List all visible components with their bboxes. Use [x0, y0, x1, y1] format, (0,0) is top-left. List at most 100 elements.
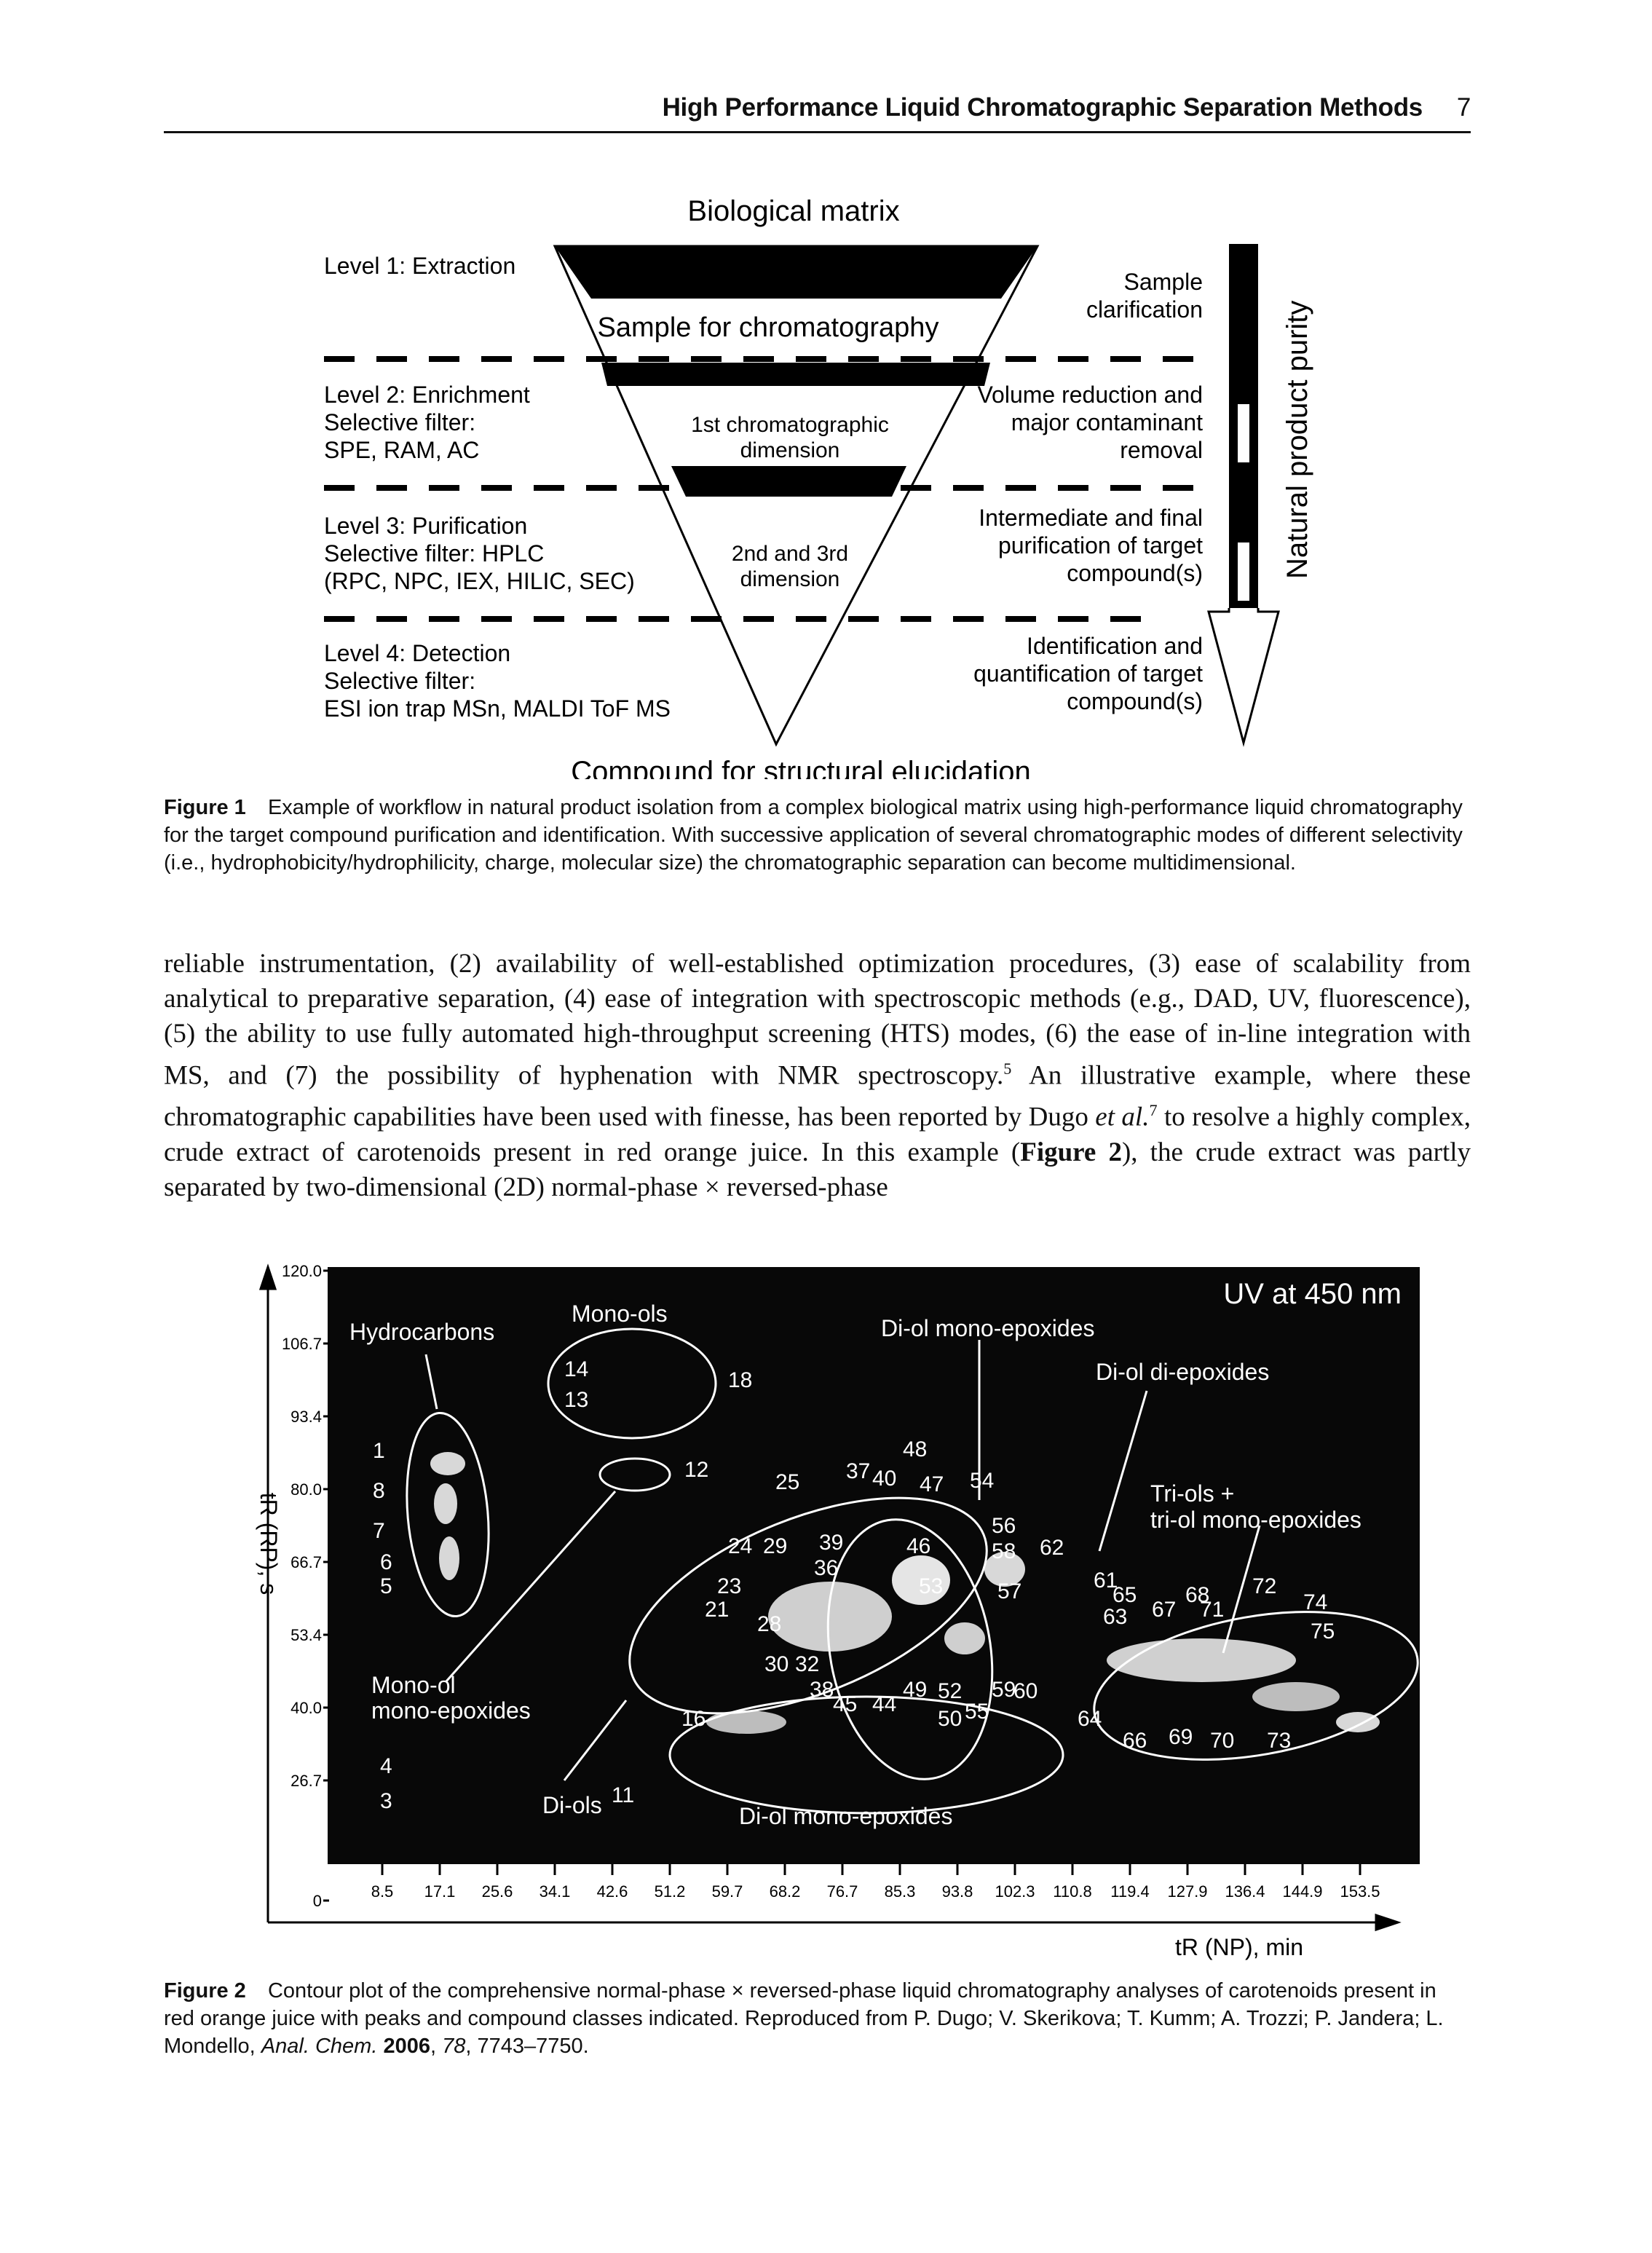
peak-label-29: 29	[763, 1534, 787, 1558]
x-tick-label: 34.1	[540, 1882, 571, 1901]
peak-label-16: 16	[681, 1707, 706, 1731]
label-diol-monoepoxides-bottom: Di-ol mono-epoxides	[739, 1803, 952, 1829]
figure-2-link[interactable]: Figure 2	[1020, 1137, 1122, 1167]
peak-label-54: 54	[970, 1469, 994, 1493]
body-text-part-4: ), the crude extract was partly separate…	[164, 1137, 1471, 1202]
peak-label-58: 58	[992, 1539, 1016, 1563]
figure-1-caption-text: Example of workflow in natural product i…	[164, 796, 1463, 875]
fig1-dim2-line1: 2nd and 3rd	[732, 542, 848, 566]
label-triols-2: tri-ol mono-epoxides	[1150, 1507, 1361, 1533]
note-4-line3: compound(s)	[1067, 688, 1203, 714]
note-2-line2: major contaminant	[1011, 409, 1203, 435]
peak-label-53: 53	[919, 1574, 943, 1598]
x-tick-label: 51.2	[655, 1882, 686, 1901]
funnel-band-2	[601, 363, 990, 386]
y-axis-label: tR (RP), s	[256, 1493, 282, 1595]
peak-label-72: 72	[1252, 1574, 1276, 1598]
x-tick-label: 110.8	[1053, 1882, 1091, 1901]
body-etal: et al.	[1095, 1102, 1150, 1132]
peak-label-49: 49	[903, 1678, 927, 1702]
label-diols: Di-ols	[542, 1792, 602, 1818]
peak-label-62: 62	[1040, 1536, 1064, 1560]
peak-label-38: 38	[810, 1678, 834, 1702]
purity-arrow	[1207, 244, 1280, 747]
level-3-filter: Selective filter: HPLC	[324, 540, 544, 567]
x-axis-arrowhead	[1375, 1913, 1402, 1932]
ref-7[interactable]: 7	[1149, 1101, 1158, 1120]
fig1-bottom-label: Compound for structural elucidation	[571, 756, 1030, 779]
header-rule	[164, 131, 1471, 133]
purity-label: Natural product purity	[1281, 301, 1313, 579]
peak-label-66: 66	[1123, 1729, 1147, 1753]
y-tick-label: 40.0	[291, 1699, 322, 1717]
peak-label-32: 32	[795, 1652, 819, 1676]
funnel-outline	[553, 245, 1040, 747]
x-tick-label: 102.3	[995, 1882, 1035, 1901]
peak-label-36: 36	[814, 1556, 838, 1580]
central-ellipse	[826, 1518, 994, 1780]
level-4-filter: Selective filter:	[324, 668, 475, 694]
peak-label-3: 3	[380, 1789, 392, 1813]
peak-label-74: 74	[1303, 1590, 1327, 1614]
x-tick-label: 144.9	[1282, 1882, 1322, 1901]
x-tick-label: 68.2	[770, 1882, 801, 1901]
fig1-left-levels: Level 1: Extraction Level 2: Enrichment …	[324, 253, 671, 722]
level-1-title: Level 1: Extraction	[324, 253, 515, 279]
level-4-title: Level 4: Detection	[324, 640, 510, 666]
x-tick-label: 153.5	[1340, 1882, 1380, 1901]
diol-monoepoxides-ellipse	[628, 1496, 988, 1715]
peak-label-14: 14	[564, 1357, 588, 1381]
plot-area	[328, 1267, 1420, 1864]
label-hydrocarbons: Hydrocarbons	[349, 1319, 494, 1345]
note-4-line1: Identification and	[1027, 633, 1203, 659]
level-2-filter: Selective filter:	[324, 409, 475, 435]
ref-5[interactable]: 5	[1003, 1060, 1012, 1078]
peak-label-71: 71	[1200, 1598, 1224, 1622]
body-text-part-3: to resolve a highly complex, crude extra…	[164, 1102, 1471, 1167]
x-tick-label: 25.6	[482, 1882, 513, 1901]
peak-label-1: 1	[373, 1439, 385, 1463]
note-1-line2: clarification	[1086, 296, 1203, 323]
note-3-line1: Intermediate and final	[979, 505, 1203, 531]
figure-2-caption-pages: , 7743–7750.	[465, 2035, 589, 2058]
x-tick-label: 127.9	[1167, 1882, 1207, 1901]
label-monools: Mono-ols	[572, 1301, 668, 1327]
peak-label-69: 69	[1169, 1725, 1193, 1749]
peak-label-23: 23	[717, 1574, 741, 1598]
peak-label-37: 37	[846, 1459, 870, 1483]
note-3-line2: purification of target	[998, 532, 1203, 559]
peak-label-50: 50	[938, 1707, 962, 1731]
peak-label-8: 8	[373, 1479, 385, 1503]
note-1-line1: Sample	[1124, 269, 1204, 295]
peak-label-59: 59	[992, 1678, 1016, 1702]
figure-2-caption: Figure 2 Contour plot of the comprehensi…	[164, 1979, 1444, 2058]
peak-label-28: 28	[757, 1612, 781, 1636]
y-tick-label: 0	[313, 1892, 322, 1910]
note-4-line2: quantification of target	[973, 660, 1203, 687]
note-2-line3: removal	[1120, 437, 1203, 463]
peak-label-57: 57	[997, 1579, 1021, 1603]
peak-label-13: 13	[564, 1388, 588, 1412]
class-ellipses	[406, 1327, 1419, 1815]
hydrocarbons-ellipse	[406, 1411, 490, 1618]
y-tick-label: 93.4	[291, 1408, 322, 1426]
fig1-dim1-line1: 1st chromatographic	[691, 413, 889, 437]
peak-label-11: 11	[612, 1783, 634, 1807]
diol-monoepoxides-bottom-ellipse	[668, 1695, 1064, 1815]
peak-label-46: 46	[906, 1534, 930, 1558]
level-2-title: Level 2: Enrichment	[324, 382, 530, 408]
peak-label-61: 61	[1094, 1569, 1118, 1593]
figure-1-diagram: Biological matrix Sample for chromatogra…	[324, 195, 1313, 779]
label-monool-2: mono-epoxides	[371, 1697, 531, 1724]
y-tick-label: 53.4	[291, 1626, 322, 1644]
peak-label-7: 7	[373, 1519, 385, 1543]
y-tick-label: 26.7	[291, 1772, 322, 1790]
label-triols-1: Tri-ols +	[1150, 1480, 1234, 1507]
level-2-methods: SPE, RAM, AC	[324, 437, 479, 463]
fig1-dim2-line2: dimension	[740, 567, 840, 591]
peak-label-47: 47	[920, 1472, 944, 1496]
peak-label-52: 52	[938, 1679, 962, 1703]
peak-label-18: 18	[728, 1368, 752, 1392]
